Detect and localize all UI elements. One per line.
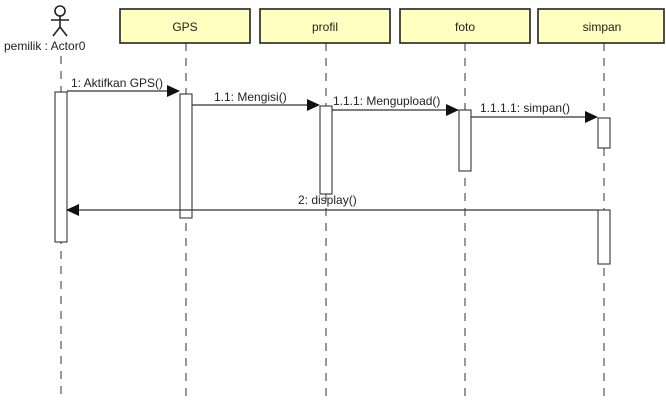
message-label-mengupload: 1.1.1: Mengupload() xyxy=(333,94,440,108)
arrowhead-mengisi xyxy=(307,99,320,111)
lifeline-label-simpan: simpan xyxy=(583,20,622,34)
activation-actor xyxy=(54,91,68,243)
lifeline-label-gps: GPS xyxy=(172,20,197,34)
activation-simpan-1 xyxy=(597,117,611,149)
activation-gps xyxy=(179,93,193,219)
arrowhead-aktifkan-gps xyxy=(167,85,180,97)
lifeline-label-foto: foto xyxy=(455,20,475,34)
message-label-mengisi: 1.1: Mengisi() xyxy=(214,90,287,104)
activation-foto xyxy=(458,109,472,172)
arrowhead-display xyxy=(66,204,79,216)
lifeline-header-foto: foto xyxy=(399,8,531,44)
actor-label: pemilik : Actor0 xyxy=(4,39,86,53)
lifeline-header-gps: GPS xyxy=(119,8,251,44)
lifeline-label-profil: profil xyxy=(312,20,338,34)
message-label-simpan: 1.1.1.1: simpan() xyxy=(480,101,570,115)
activation-profil xyxy=(319,105,333,195)
actor-stick-figure-icon xyxy=(51,5,69,37)
lifeline-header-profil: profil xyxy=(259,8,391,44)
activation-simpan-2 xyxy=(597,209,611,265)
arrowhead-simpan xyxy=(585,111,598,123)
message-label-display: 2: display() xyxy=(298,193,357,207)
message-label-aktifkan-gps: 1: Aktifkan GPS() xyxy=(71,76,163,90)
arrowhead-mengupload xyxy=(446,104,459,116)
lifeline-header-simpan: simpan xyxy=(537,8,665,44)
